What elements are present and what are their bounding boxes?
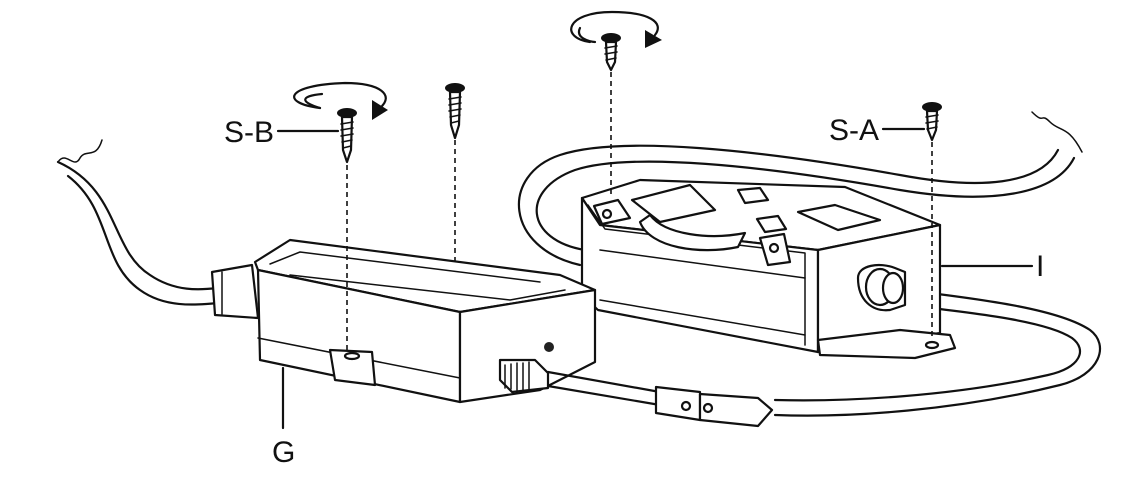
driver-box: [580, 178, 957, 360]
housing-box: [210, 238, 597, 404]
label-screw-b: S-B: [224, 116, 274, 149]
inline-connector: [654, 385, 774, 428]
screw-a: [922, 102, 942, 142]
middle-cable: [546, 370, 662, 407]
callout-lines: [276, 127, 1034, 430]
screw-b: [337, 108, 357, 164]
rotate-arrow-b-icon: [293, 81, 388, 120]
left-cable: [56, 139, 220, 306]
screw-middle: [445, 83, 465, 140]
label-housing: G: [272, 436, 295, 469]
right-cable: [773, 288, 1101, 417]
label-driver: I: [1036, 250, 1044, 283]
loop-cable: [517, 111, 1083, 267]
rotate-arrow-top-icon: [570, 10, 662, 48]
label-screw-a: S-A: [829, 114, 879, 147]
screw-top: [601, 33, 621, 72]
alignment-lines: [346, 72, 933, 352]
